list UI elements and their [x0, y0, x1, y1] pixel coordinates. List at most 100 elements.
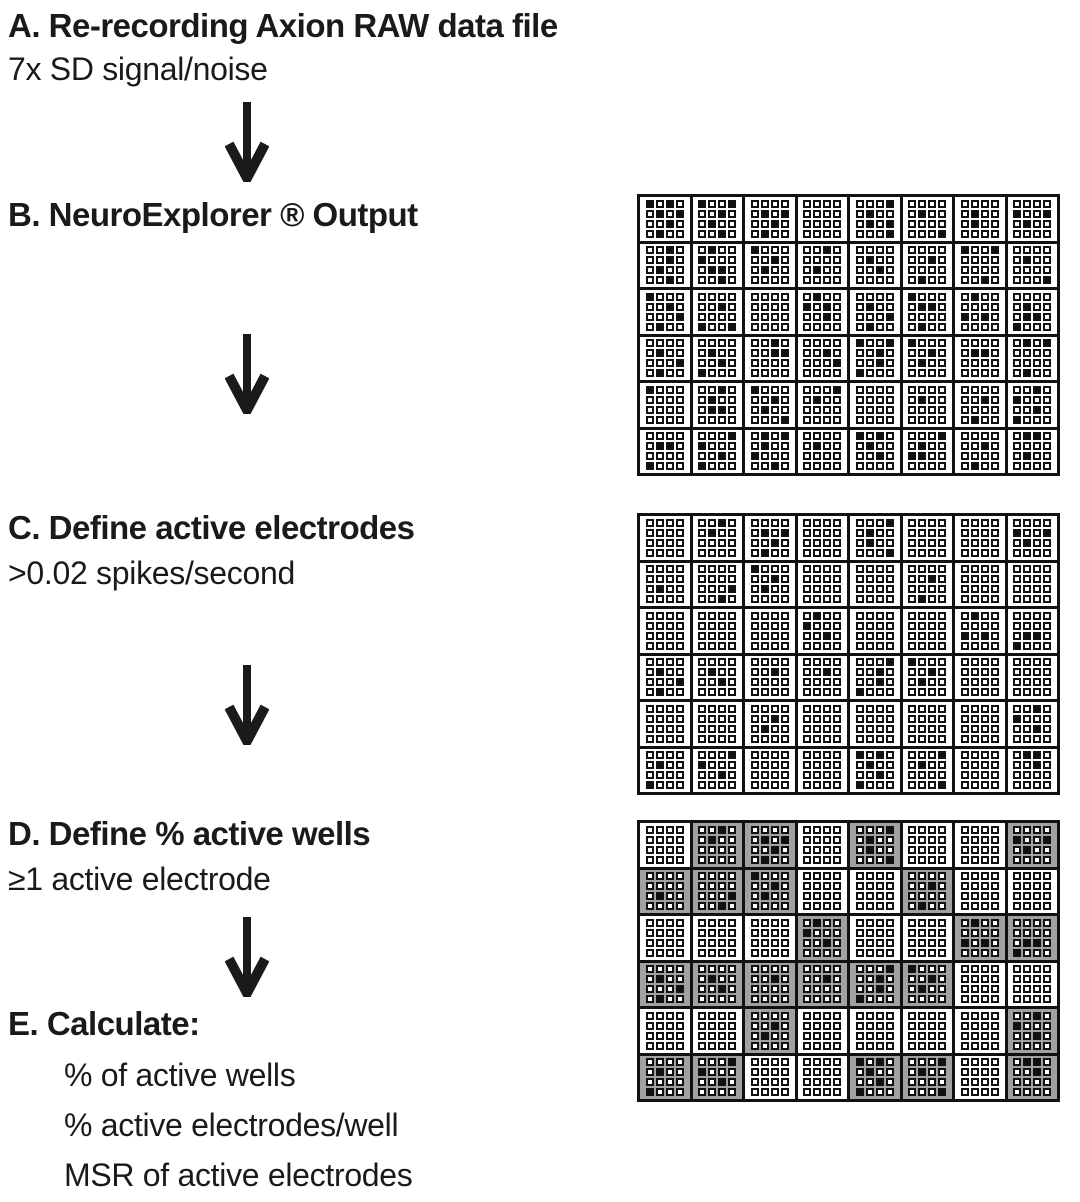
inactive-electrode: [980, 385, 989, 394]
inactive-electrode: [1023, 641, 1032, 650]
inactive-electrode: [908, 771, 917, 780]
inactive-electrode: [823, 1088, 832, 1097]
inactive-electrode: [665, 975, 674, 984]
inactive-electrode: [813, 714, 822, 723]
active-electrode: [885, 855, 894, 864]
inactive-electrode: [970, 1031, 979, 1040]
active-electrode: [655, 209, 664, 218]
inactive-electrode: [833, 1058, 842, 1067]
active-electrode: [750, 565, 759, 574]
inactive-electrode: [928, 369, 937, 378]
active-electrode: [823, 668, 832, 677]
inactive-electrode: [875, 995, 884, 1004]
inactive-electrode: [708, 322, 717, 331]
inactive-electrode: [938, 266, 947, 275]
electrode-grid: [855, 518, 894, 557]
inactive-electrode: [1013, 995, 1022, 1004]
electrode-grid: [960, 199, 999, 238]
inactive-electrode: [823, 1041, 832, 1050]
active-electrode: [875, 359, 884, 368]
inactive-electrode: [1013, 734, 1022, 743]
inactive-electrode: [855, 985, 864, 994]
inactive-electrode: [760, 462, 769, 471]
inactive-electrode: [760, 975, 769, 984]
inactive-electrode: [875, 369, 884, 378]
inactive-electrode: [803, 845, 812, 854]
inactive-electrode: [760, 1021, 769, 1030]
electrode-grid: [908, 825, 947, 864]
inactive-electrode: [833, 462, 842, 471]
inactive-electrode: [1033, 595, 1042, 604]
inactive-electrode: [1023, 918, 1032, 927]
inactive-electrode: [928, 845, 937, 854]
inactive-electrode: [1013, 668, 1022, 677]
inactive-electrode: [833, 538, 842, 547]
inactive-electrode: [875, 902, 884, 911]
well: [955, 429, 1005, 473]
electrode-grid: [698, 1011, 737, 1050]
inactive-electrode: [1013, 1058, 1022, 1067]
inactive-electrode: [990, 985, 999, 994]
electrode-grid: [803, 918, 842, 957]
well: [902, 290, 952, 334]
electrode-grid: [960, 339, 999, 378]
inactive-electrode: [718, 1041, 727, 1050]
inactive-electrode: [1013, 199, 1022, 208]
inactive-electrode: [645, 452, 654, 461]
active-electrode: [823, 975, 832, 984]
inactive-electrode: [803, 339, 812, 348]
inactive-electrode: [760, 395, 769, 404]
inactive-electrode: [708, 1021, 717, 1030]
inactive-electrode: [938, 1031, 947, 1040]
inactive-electrode: [770, 302, 779, 311]
electrode-grid: [1013, 658, 1052, 697]
active-electrode: [918, 761, 927, 770]
inactive-electrode: [875, 1011, 884, 1020]
arrow-c-to-d-icon: [225, 665, 269, 745]
inactive-electrode: [908, 902, 917, 911]
section-d-subtitle: ≥1 active electrode: [8, 861, 271, 897]
inactive-electrode: [1033, 229, 1042, 238]
active-electrode: [960, 246, 969, 255]
inactive-electrode: [855, 835, 864, 844]
inactive-electrode: [750, 1078, 759, 1087]
inactive-electrode: [833, 452, 842, 461]
inactive-electrode: [813, 385, 822, 394]
active-electrode: [1013, 714, 1022, 723]
inactive-electrode: [928, 1068, 937, 1077]
inactive-electrode: [970, 771, 979, 780]
inactive-electrode: [980, 965, 989, 974]
inactive-electrode: [728, 452, 737, 461]
inactive-electrode: [760, 322, 769, 331]
inactive-electrode: [970, 872, 979, 881]
inactive-electrode: [760, 825, 769, 834]
well: [692, 197, 742, 241]
inactive-electrode: [823, 892, 832, 901]
inactive-electrode: [1043, 902, 1052, 911]
inactive-electrode: [1043, 845, 1052, 854]
inactive-electrode: [1023, 442, 1032, 451]
inactive-electrode: [938, 405, 947, 414]
inactive-electrode: [885, 704, 894, 713]
inactive-electrode: [855, 266, 864, 275]
well: [692, 916, 742, 960]
active-electrode: [698, 369, 707, 378]
inactive-electrode: [675, 892, 684, 901]
inactive-electrode: [918, 462, 927, 471]
inactive-electrode: [760, 985, 769, 994]
inactive-electrode: [645, 518, 654, 527]
well: [745, 197, 795, 241]
inactive-electrode: [675, 771, 684, 780]
inactive-electrode: [1043, 825, 1052, 834]
well: [797, 562, 847, 606]
inactive-electrode: [970, 631, 979, 640]
inactive-electrode: [833, 1021, 842, 1030]
inactive-electrode: [675, 902, 684, 911]
inactive-electrode: [655, 452, 664, 461]
inactive-electrode: [865, 975, 874, 984]
inactive-electrode: [698, 825, 707, 834]
inactive-electrode: [918, 631, 927, 640]
inactive-electrode: [760, 312, 769, 321]
inactive-electrode: [1043, 872, 1052, 881]
inactive-electrode: [865, 1031, 874, 1040]
